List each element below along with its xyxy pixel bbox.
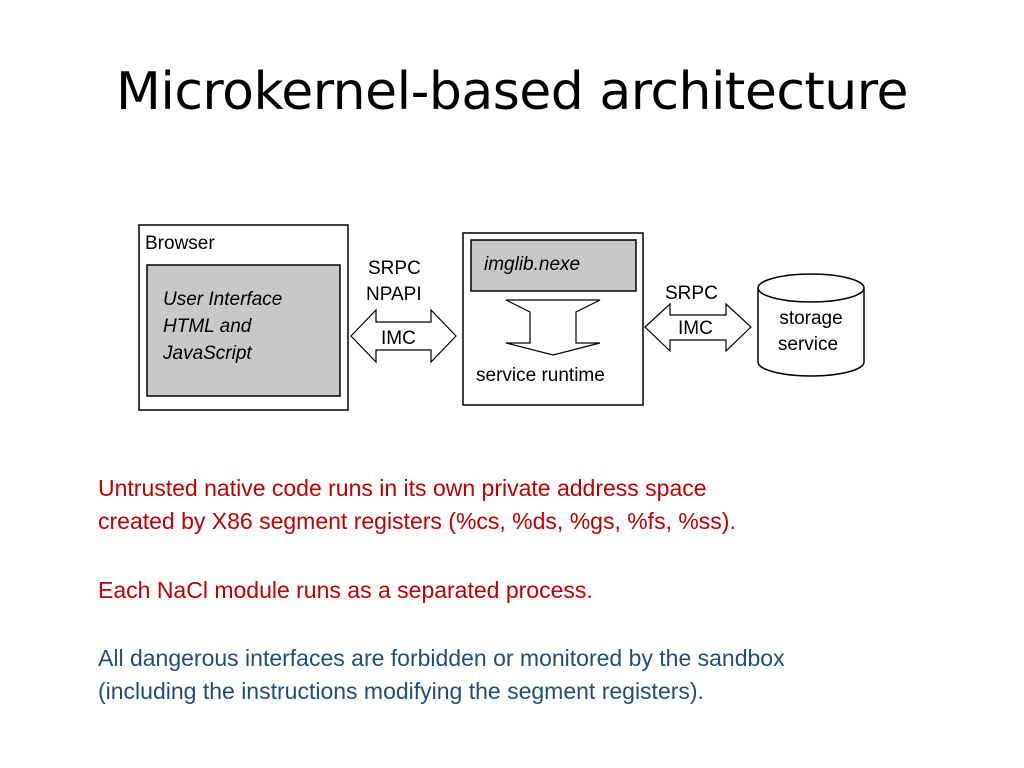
imglib-module-label: imglib.nexe — [484, 254, 580, 275]
user-interface-line-2: HTML and — [163, 316, 253, 337]
paragraph-address-space: Untrusted native code runs in its own pr… — [98, 472, 978, 538]
left-link-srpc: SRPC — [368, 258, 421, 279]
browser-box: Browser User Interface HTML and JavaScri… — [138, 224, 349, 411]
service-runtime-label: service runtime — [476, 365, 605, 386]
left-double-arrow — [350, 308, 457, 364]
paragraph-address-space-line-2: created by X86 segment registers (%cs, %… — [98, 508, 736, 534]
user-interface-line-1: User Interface — [163, 289, 282, 310]
paragraph-separated-process-line: Each NaCl module runs as a separated pro… — [98, 577, 593, 603]
storage-service-line-2: service — [778, 334, 838, 355]
user-interface-line-3: JavaScript — [162, 343, 252, 364]
vertical-double-arrow — [505, 299, 601, 356]
page-title: Microkernel-based architecture — [116, 62, 908, 122]
user-interface-box — [146, 264, 341, 397]
left-link: SRPC NPAPI IMC — [350, 258, 457, 364]
right-link: SRPC IMC — [644, 283, 752, 353]
right-double-arrow — [644, 302, 752, 353]
paragraph-address-space-line-1: Untrusted native code runs in its own pr… — [98, 475, 707, 501]
paragraph-sandbox-line-2: (including the instructions modifying th… — [98, 678, 704, 704]
right-link-srpc: SRPC — [665, 283, 718, 304]
paragraph-separated-process: Each NaCl module runs as a separated pro… — [98, 574, 978, 607]
service-runtime-box: imglib.nexe service runtime — [462, 232, 644, 406]
storage-service-line-1: storage — [779, 308, 842, 329]
imglib-module-box — [470, 239, 637, 292]
storage-service-cylinder: storage service — [757, 273, 865, 377]
browser-label: Browser — [145, 233, 215, 254]
left-link-npapi: NPAPI — [366, 284, 422, 305]
paragraph-sandbox-line-1: All dangerous interfaces are forbidden o… — [98, 645, 785, 671]
right-link-imc: IMC — [678, 318, 713, 339]
left-link-imc: IMC — [381, 328, 416, 349]
paragraph-sandbox: All dangerous interfaces are forbidden o… — [98, 642, 978, 708]
